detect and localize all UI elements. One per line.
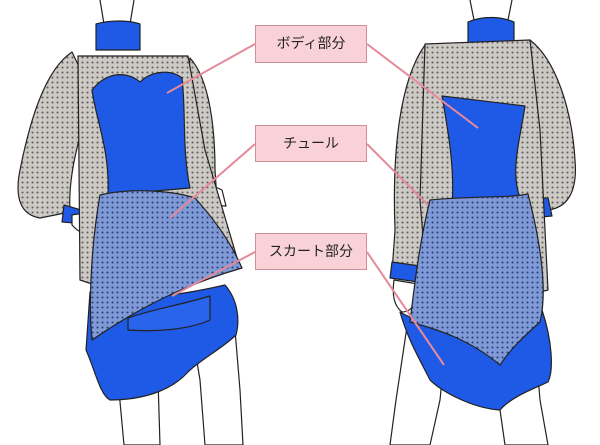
label-tulle: チュール — [255, 125, 367, 162]
back-figure — [389, 0, 577, 445]
label-body-part: ボディ部分 — [255, 25, 367, 63]
leader-lines — [166, 43, 479, 366]
label-skirt-part: スカート部分 — [255, 233, 367, 270]
front-figure — [17, 0, 244, 445]
